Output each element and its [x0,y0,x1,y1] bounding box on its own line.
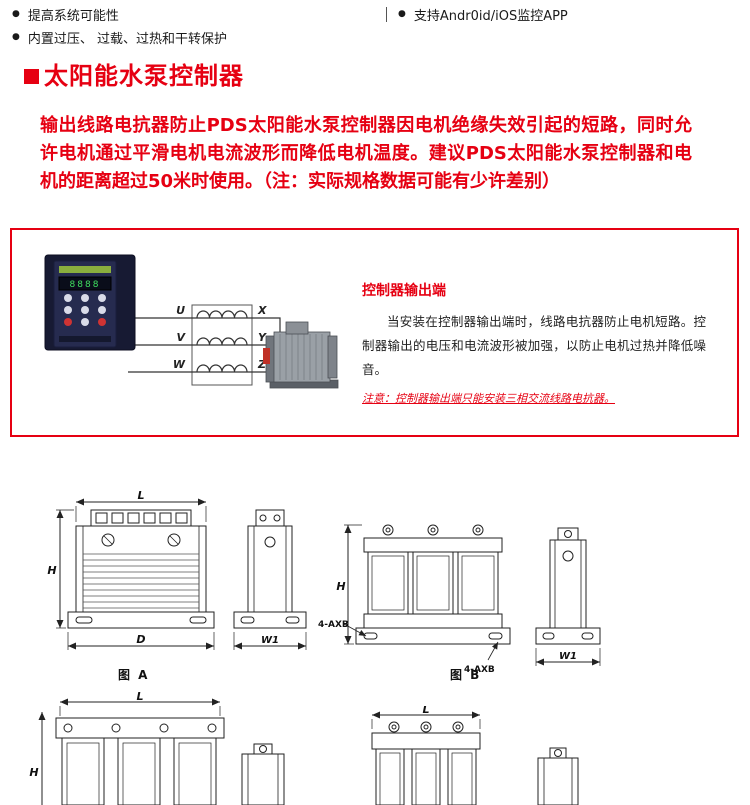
motor-illustration [263,321,339,389]
figure-d-side-drawing [537,747,579,805]
figure-b-caption: 图 B [450,668,482,682]
wire-labels-output: X Y Z [257,304,267,371]
output-terminal-block: 控制器输出端 当安装在控制器输出端时，线路电抗器防止电机短路。控制器输出的电压和… [362,280,722,406]
inverter-illustration: 8888 [44,254,136,351]
output-block-title: 控制器输出端 [362,283,446,299]
feature-item: ● 提高系统可能性 [12,3,227,26]
dim-label-l: L [137,490,144,502]
figure-a-front-lines [56,501,215,650]
wire-labels-input: U V W [173,304,187,371]
bolt-label-left: 4-AXB [318,620,349,630]
dim-label-w1: W1 [559,651,577,662]
wiring-diagram: U V W X Y Z 8888 [44,254,339,389]
figure-c-front-drawing: L H [29,692,225,805]
dim-label-h: H [336,580,345,593]
figure-b-front-lines [343,524,511,661]
feature-text: 提高系统可能性 [27,9,119,24]
figure-a-front-drawing: L H D [47,490,215,650]
figure-a-side-lines [233,509,307,650]
label-u: U [176,304,185,317]
wires [128,317,281,373]
figure-c-front-lines [41,701,225,805]
figure-a-side-drawing: W1 [233,509,307,650]
dim-label-w1: W1 [261,635,279,646]
figure-d-front-drawing: L [371,706,481,805]
section-marker-icon [24,68,39,84]
dim-label-l: L [136,692,143,703]
feature-item: ● 内置过压、 过载、过热和干转保护 [12,26,227,49]
output-block-body: 当安装在控制器输出端时，线路电抗器防止电机短路。控制器输出的电压和电流波形被加强… [362,314,706,377]
section-title-text: 太阳能水泵控制器 [44,62,244,90]
inverter-keypad [64,294,106,326]
figure-b-side-lines [535,527,601,666]
section-description: 输出线路电抗器防止PDS太阳能水泵控制器因电机绝缘失效引起的短路，同时允许电机通… [40,115,692,193]
figure-a-side-arrows [234,642,306,650]
motor-fins [279,334,323,380]
bullet-icon: ● [12,9,20,19]
feature-item: ● 支持Andr0id/iOS监控APP [398,3,568,26]
label-z: Z [257,358,267,371]
figure-b-front-arrows [344,525,498,650]
section-title: 太阳能水泵控制器 [24,56,244,91]
column-divider [386,7,387,22]
figure-d-side-lines [537,747,579,805]
label-y: Y [258,331,267,344]
dim-label-h: H [29,766,38,779]
info-box: U V W X Y Z 8888 [10,228,739,437]
figure-c-side-lines [241,743,285,805]
bullet-icon: ● [398,9,406,19]
figure-a-front-arrows [56,498,214,650]
output-block-note: 注意：控制器输出端只能安装三相交流线路电抗器。 [362,392,615,406]
bullet-icon: ● [12,32,20,42]
figure-b-front-drawing: H 4-AXB 4-AXB [318,524,511,675]
figure-c-front-arrows [38,698,220,720]
dim-label-h: H [47,564,56,577]
bolt-label-right: 4-AXB [464,665,495,675]
dim-label-d: D [136,633,145,646]
figure-a-caption: 图 A [118,668,150,682]
dim-label-l: L [422,706,429,716]
inductor-coils [196,310,248,373]
figure-d-front-lines [371,714,481,805]
figure-b-side-arrows [536,658,600,666]
figure-b-side-drawing: W1 [535,527,601,666]
label-x: X [257,304,267,317]
feature-list-right: ● 支持Andr0id/iOS监控APP [398,3,568,26]
inverter-display: 8888 [70,280,101,290]
figure-d-front-arrows [372,711,480,719]
feature-list-left: ● 提高系统可能性 ● 内置过压、 过载、过热和干转保护 [12,3,227,49]
feature-text: 内置过压、 过载、过热和干转保护 [27,32,227,47]
motor-terminal-red [263,348,270,364]
label-w: W [173,358,186,371]
label-v: V [176,331,186,344]
figure-c-side-drawing [241,743,285,805]
feature-text: 支持Andr0id/iOS监控APP [413,9,568,24]
